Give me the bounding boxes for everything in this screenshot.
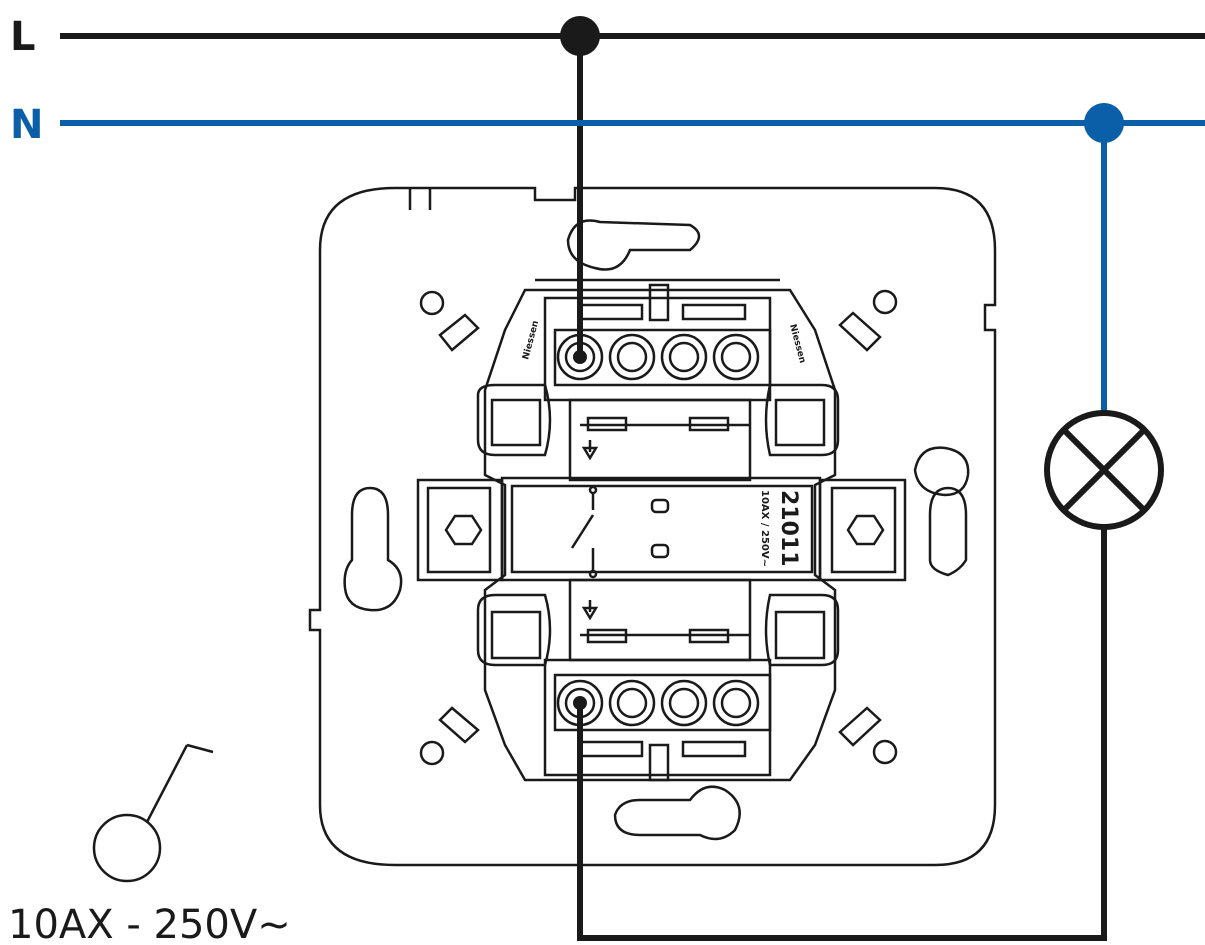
terminal-block-top — [553, 328, 772, 387]
live-label: L — [10, 14, 36, 60]
model-rating: 10AX / 250V~ — [759, 490, 770, 567]
terminal-screw — [608, 333, 656, 381]
terminal-mark-right: Niessen — [787, 323, 807, 364]
terminal-screw — [660, 333, 708, 381]
terminal-block-bottom — [553, 673, 772, 732]
terminal-screw — [712, 333, 760, 381]
terminal-screw — [712, 679, 760, 727]
neutral-label: N — [10, 102, 43, 148]
switched-wire — [577, 527, 1107, 941]
switch-symbol-icon — [92, 743, 214, 883]
terminal-screw — [608, 679, 656, 727]
terminal-mark-left: Niessen — [521, 320, 541, 361]
terminal-screw — [660, 679, 708, 727]
mounting-plate — [308, 186, 997, 867]
rating-label: 10AX - 250V~ — [8, 902, 291, 945]
lamp-icon — [1044, 410, 1164, 530]
switch-mechanism — [416, 278, 907, 782]
model-number: 21011 — [776, 490, 801, 567]
